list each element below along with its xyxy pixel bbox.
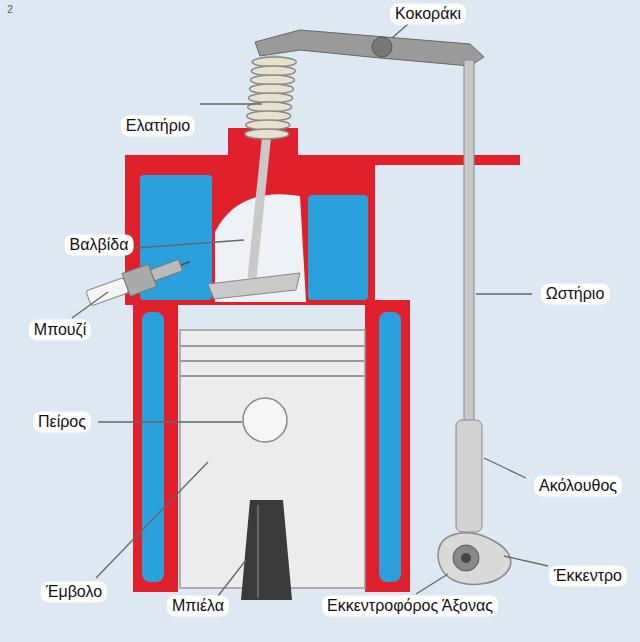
part-label: Βαλβίδα bbox=[65, 234, 134, 255]
cylinder-head-part bbox=[308, 195, 368, 300]
rocker-arm-part bbox=[372, 37, 392, 57]
part-label: Εκκεντροφόρος Άξονας bbox=[322, 595, 498, 616]
leader-line-part bbox=[484, 458, 526, 478]
leader-line-part bbox=[218, 560, 246, 596]
leader-line-part bbox=[416, 574, 448, 594]
pushrod-part bbox=[456, 420, 482, 532]
part-label: Ακόλουθος bbox=[534, 475, 622, 496]
part-label: Ωστήριο bbox=[541, 283, 610, 304]
leader-line-part bbox=[98, 421, 242, 422]
spark-plug bbox=[84, 250, 194, 309]
piston-part bbox=[180, 345, 365, 347]
connecting-rod-part bbox=[241, 500, 292, 600]
valve-spring-part bbox=[245, 129, 289, 139]
connecting-rod-part bbox=[257, 505, 259, 598]
spark-plug-part bbox=[181, 262, 190, 265]
part-label: Έκκεντρο bbox=[549, 565, 627, 586]
leader-line-part bbox=[476, 293, 532, 294]
leader-line-part bbox=[72, 292, 108, 318]
camshaft-part bbox=[438, 533, 511, 584]
rocker-arm-part bbox=[255, 30, 484, 66]
leader-line-part bbox=[504, 556, 548, 566]
leader-line-part bbox=[200, 103, 262, 104]
part-label: Κοκοράκι bbox=[390, 3, 466, 24]
camshaft-part bbox=[453, 545, 479, 571]
part-label: Μπιέλα bbox=[167, 595, 229, 616]
part-label: Μπουζί bbox=[29, 319, 91, 340]
leader-line bbox=[72, 24, 548, 596]
piston-part bbox=[180, 375, 365, 377]
cylinder-wall-part bbox=[133, 300, 178, 592]
leader-line-part bbox=[96, 462, 208, 578]
part-label: Πείρος bbox=[33, 411, 91, 432]
valve-part bbox=[208, 273, 300, 299]
part-label: Έμβολο bbox=[41, 581, 107, 602]
valve bbox=[208, 55, 300, 299]
piston-part bbox=[243, 398, 287, 442]
cylinder-wall-part bbox=[142, 312, 164, 582]
piston-part bbox=[180, 360, 365, 362]
cylinder-head bbox=[125, 128, 520, 305]
leader-line-part bbox=[136, 240, 244, 248]
cylinder-head-part bbox=[375, 155, 520, 165]
pushrod bbox=[456, 60, 482, 532]
leader-line-part bbox=[392, 24, 408, 38]
part-label: Ελατήριο bbox=[121, 115, 195, 136]
pushrod-part bbox=[464, 60, 474, 440]
spark-plug-part bbox=[150, 259, 182, 281]
camshaft-part bbox=[461, 553, 471, 563]
cylinder-wall-part bbox=[365, 300, 410, 592]
cylinder-head-part bbox=[125, 155, 375, 305]
rocker-arm bbox=[255, 30, 484, 66]
page-number: 2 bbox=[7, 4, 13, 16]
connecting-rod bbox=[241, 500, 292, 600]
camshaft bbox=[438, 533, 511, 584]
cylinder-wall-part bbox=[379, 312, 401, 582]
valve-spring bbox=[245, 57, 296, 139]
